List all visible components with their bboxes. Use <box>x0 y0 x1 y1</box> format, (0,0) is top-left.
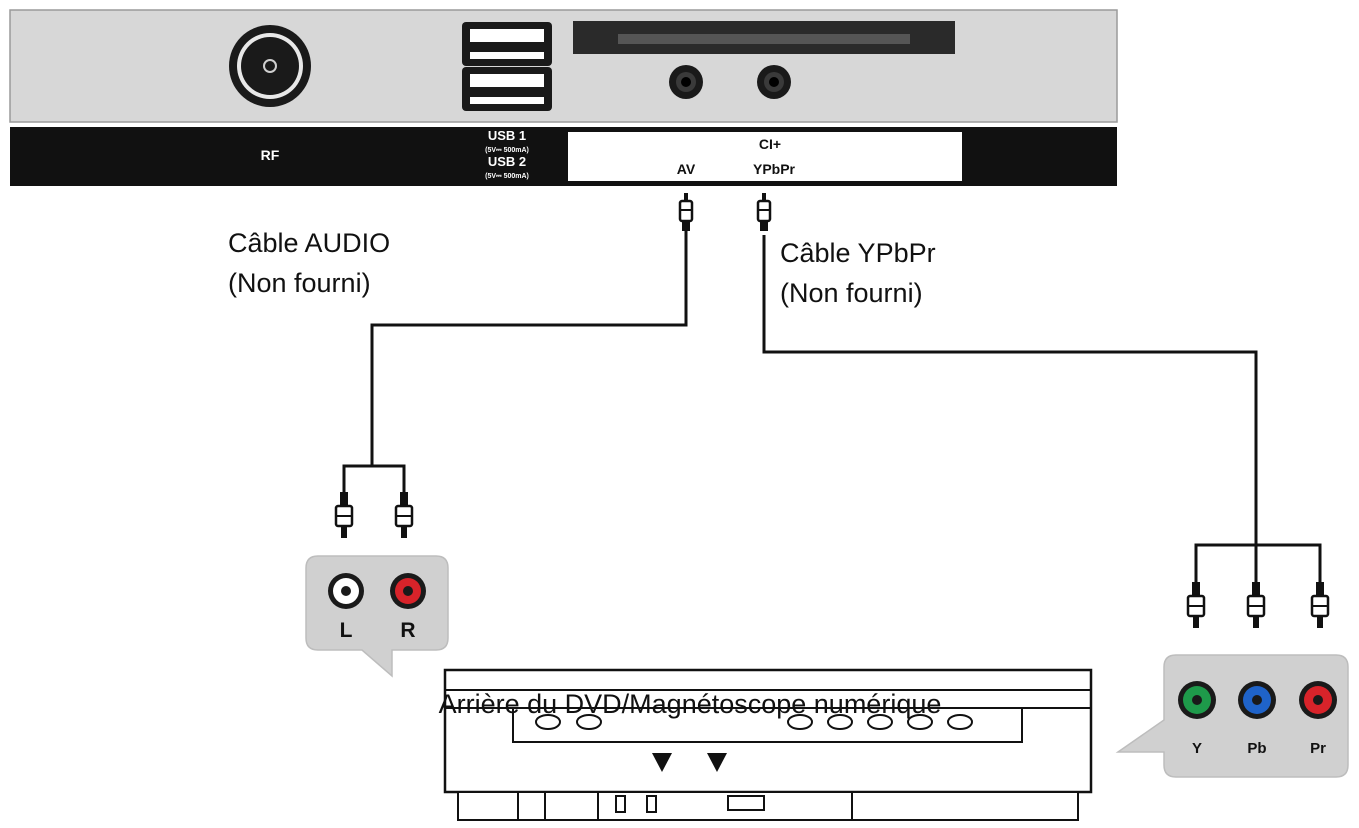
audio-r-rca-plug-icon <box>394 492 414 538</box>
rf-label: RF <box>261 147 280 163</box>
plug-strain-relief <box>760 221 768 231</box>
plug-tip <box>1193 616 1199 628</box>
audio-cable-split <box>342 464 406 492</box>
plug-tip <box>762 193 766 201</box>
component-jacks-panel: Y Pb Pr <box>1115 654 1349 778</box>
audio-l-label: L <box>340 619 353 642</box>
plug-tip <box>1253 616 1259 628</box>
audio-jacks-panel: L R <box>305 555 449 678</box>
pb-label: Pb <box>1247 740 1266 757</box>
dvd-recorder-rear: Arrière du DVD/Magnétoscope numérique <box>439 668 1093 821</box>
audio-r-label: R <box>400 619 415 642</box>
dvd-jack-icon <box>947 714 973 730</box>
audio-r-jack-icon[interactable] <box>390 573 426 609</box>
y-rca-plug-icon <box>1186 582 1206 628</box>
usb2-label: USB 2 <box>488 154 526 169</box>
dvd-switch-icon <box>646 795 657 813</box>
dvd-arrow-icon <box>707 753 727 772</box>
audio-cable-title: Câble AUDIO <box>228 228 390 258</box>
usb2-port-icon[interactable] <box>462 67 552 111</box>
audio-l-rca-plug-icon <box>334 492 354 538</box>
plug-tip <box>401 526 407 538</box>
y-jack-icon[interactable] <box>1178 681 1216 719</box>
ci-label-box <box>568 132 962 181</box>
y-label: Y <box>1192 740 1202 757</box>
av-jack-icon[interactable] <box>669 65 703 99</box>
usb1-label: USB 1 <box>488 128 526 143</box>
ci-slot-icon[interactable] <box>573 21 955 54</box>
dvd-output-jacks <box>535 714 973 730</box>
dvd-jack-icon <box>576 714 602 730</box>
usb1-spec: (5V⎓ 500mA) <box>485 147 529 154</box>
dvd-jack-icon <box>535 714 561 730</box>
rf-connector-icon[interactable] <box>229 25 311 107</box>
dvd-base <box>457 791 1079 821</box>
ypbpr-cable-split <box>1194 543 1322 582</box>
dvd-jack-icon <box>867 714 893 730</box>
plug-strain-relief <box>1192 582 1200 596</box>
plug-strain-relief <box>682 221 690 231</box>
audio-jacks-bubble <box>305 555 449 678</box>
dvd-arrow-icon <box>652 753 672 772</box>
plug-tip <box>684 193 688 201</box>
av-label: AV <box>677 161 696 177</box>
dvd-rear-caption: Arrière du DVD/Magnétoscope numérique <box>439 689 942 719</box>
ypbpr-label: YPbPr <box>753 161 796 177</box>
pr-jack-icon[interactable] <box>1299 681 1337 719</box>
plug-strain-relief <box>400 492 408 506</box>
pb-rca-plug-icon <box>1246 582 1266 628</box>
audio-cable-note: (Non fourni) <box>228 268 371 298</box>
dvd-jack-icon <box>907 714 933 730</box>
tv-back-panel: RF USB 1 (5V⎓ 500mA) USB 2 (5V⎓ 500mA) C… <box>9 9 1118 186</box>
plug-tip <box>1317 616 1323 628</box>
pr-label: Pr <box>1310 740 1326 757</box>
dvd-switch-icon <box>615 795 626 813</box>
plug-strain-relief <box>1252 582 1260 596</box>
usb2-spec: (5V⎓ 500mA) <box>485 173 529 180</box>
plug-tip <box>341 526 347 538</box>
dvd-port-icon <box>727 795 765 811</box>
audio-l-jack-icon[interactable] <box>328 573 364 609</box>
plug-strain-relief <box>340 492 348 506</box>
ci-label: CI+ <box>759 136 781 152</box>
plug-strain-relief <box>1316 582 1324 596</box>
ypbpr-cable <box>762 235 1258 545</box>
ypbpr-cable-note: (Non fourni) <box>780 278 923 308</box>
component-jacks-bubble <box>1115 654 1349 778</box>
dvd-jack-icon <box>827 714 853 730</box>
pr-rca-plug-icon <box>1310 582 1330 628</box>
usb1-port-icon[interactable] <box>462 22 552 66</box>
ypbpr-cable-title: Câble YPbPr <box>780 238 936 268</box>
audio-minijack-plug-icon <box>678 193 694 231</box>
ypbpr-minijack-plug-icon <box>756 193 772 231</box>
dvd-jack-icon <box>787 714 813 730</box>
pb-jack-icon[interactable] <box>1238 681 1276 719</box>
audio-cable <box>370 230 688 466</box>
ypbpr-jack-icon[interactable] <box>757 65 791 99</box>
